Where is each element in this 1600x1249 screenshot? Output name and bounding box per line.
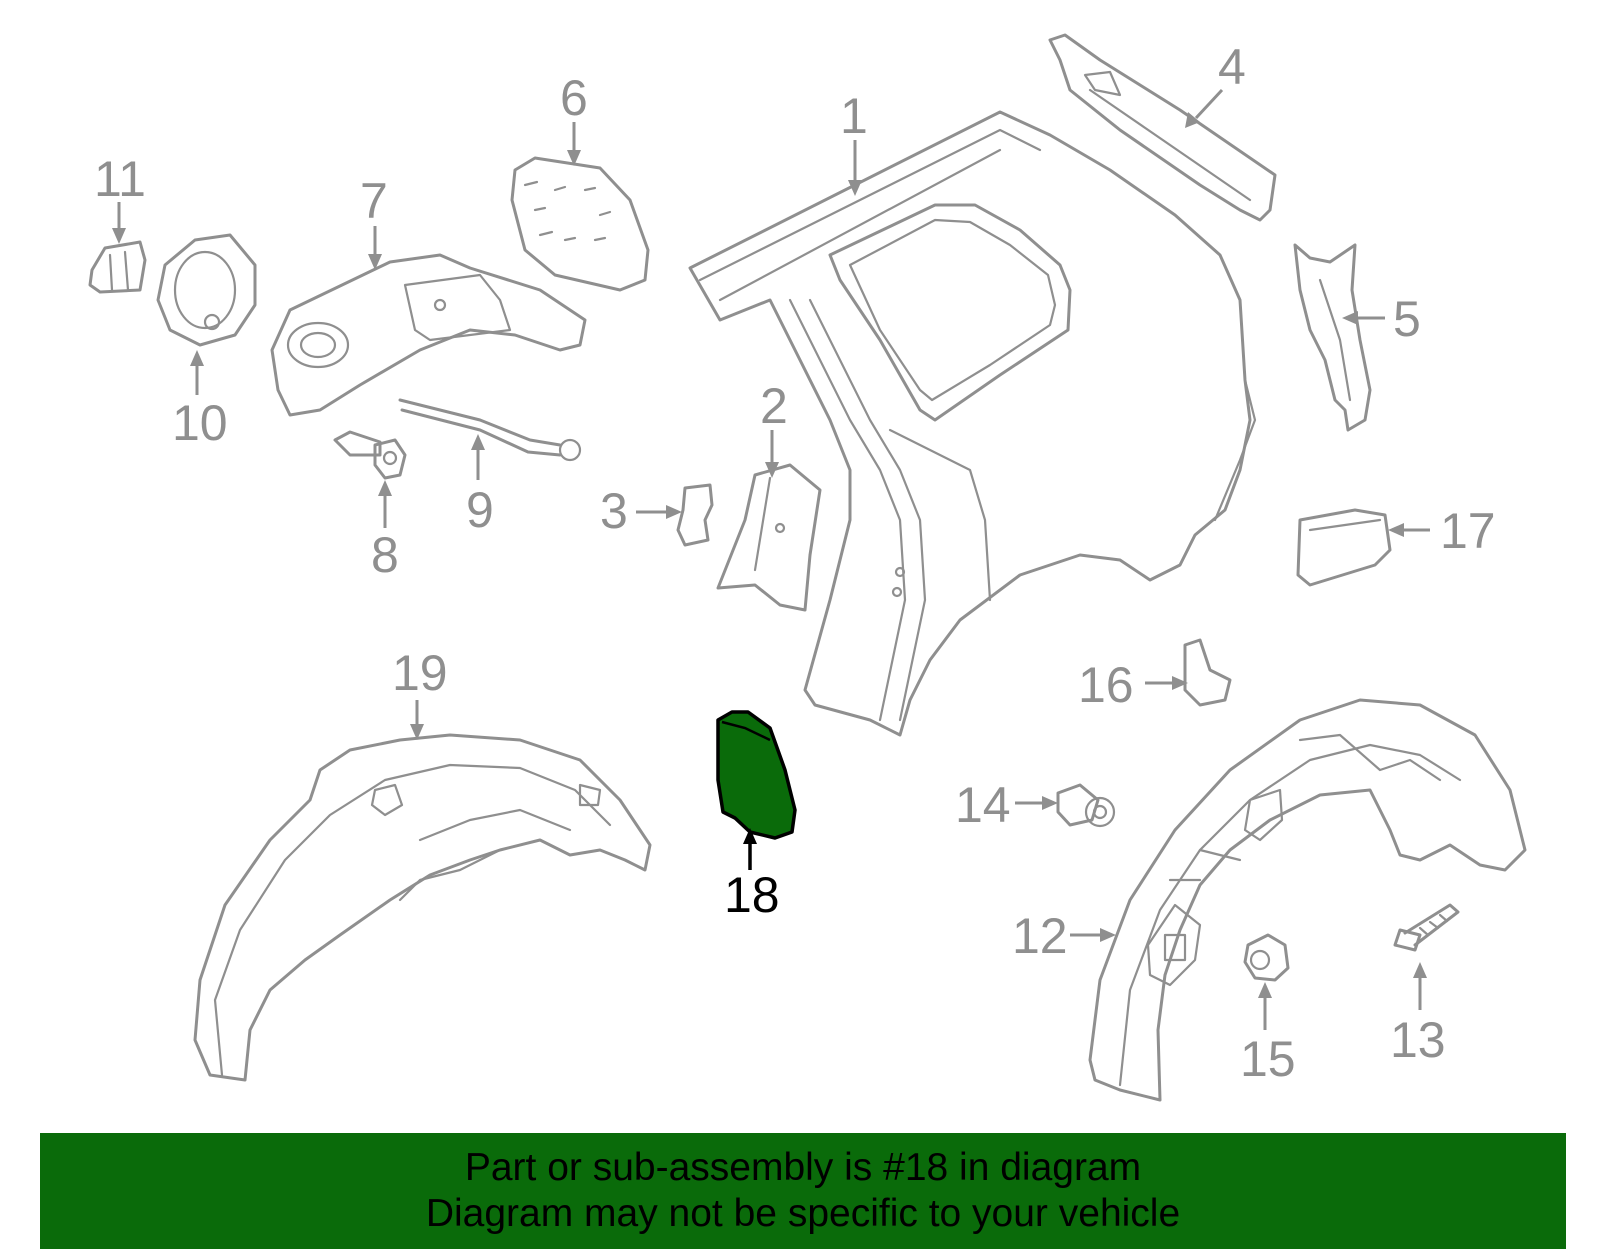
part-13-screw (1393, 903, 1460, 952)
part-10-fuel-ring (156, 233, 257, 347)
callout-5: 5 (1393, 291, 1421, 347)
part-5-bracket (1293, 243, 1372, 432)
callout-10: 10 (172, 395, 228, 451)
callout-14: 14 (955, 777, 1011, 833)
callout-4: 4 (1218, 39, 1246, 95)
callout-8: 8 (371, 527, 399, 583)
info-banner: Part or sub-assembly is #18 in diagram D… (40, 1133, 1566, 1249)
callout-17: 17 (1440, 503, 1496, 559)
part-14-nut (1056, 783, 1116, 828)
part-4-rail (1048, 33, 1277, 222)
banner-line-1: Part or sub-assembly is #18 in diagram (464, 1146, 1142, 1189)
part-7-filler-housing (270, 253, 587, 417)
part-9-cable (398, 398, 582, 462)
part-2-panel (716, 463, 822, 612)
callout-19: 19 (392, 645, 448, 701)
parts-diagram: 1 2 3 4 5 6 7 8 9 10 11 12 13 14 15 16 1… (88, 33, 1527, 1102)
callout-13: 13 (1390, 1012, 1446, 1068)
part-3-clip (676, 483, 714, 547)
callout-1: 1 (840, 88, 868, 144)
callout-11: 11 (94, 151, 146, 207)
part-8-bolt (333, 430, 407, 480)
callout-18: 18 (724, 867, 780, 923)
part-16-clip (1183, 638, 1232, 707)
callout-3: 3 (600, 483, 628, 539)
part-17-cap (1296, 508, 1392, 587)
part-6-fuel-door (510, 156, 650, 292)
callout-16: 16 (1078, 657, 1134, 713)
banner-line-2: Diagram may not be specific to your vehi… (425, 1192, 1181, 1235)
callout-2: 2 (760, 378, 788, 434)
callout-7: 7 (360, 173, 388, 229)
callout-15: 15 (1240, 1031, 1296, 1087)
part-11-actuator (88, 240, 147, 294)
part-15-nut (1243, 933, 1290, 982)
part-18-highlighted (716, 710, 797, 840)
part-1-quarter-panel (688, 110, 1257, 737)
callout-arrows (112, 88, 1430, 1030)
part-19-wheel-liner (193, 733, 652, 1082)
callout-6: 6 (560, 70, 588, 126)
part-12-wheel-liner (1088, 698, 1527, 1102)
callout-9: 9 (466, 482, 494, 538)
callout-12: 12 (1012, 908, 1068, 964)
